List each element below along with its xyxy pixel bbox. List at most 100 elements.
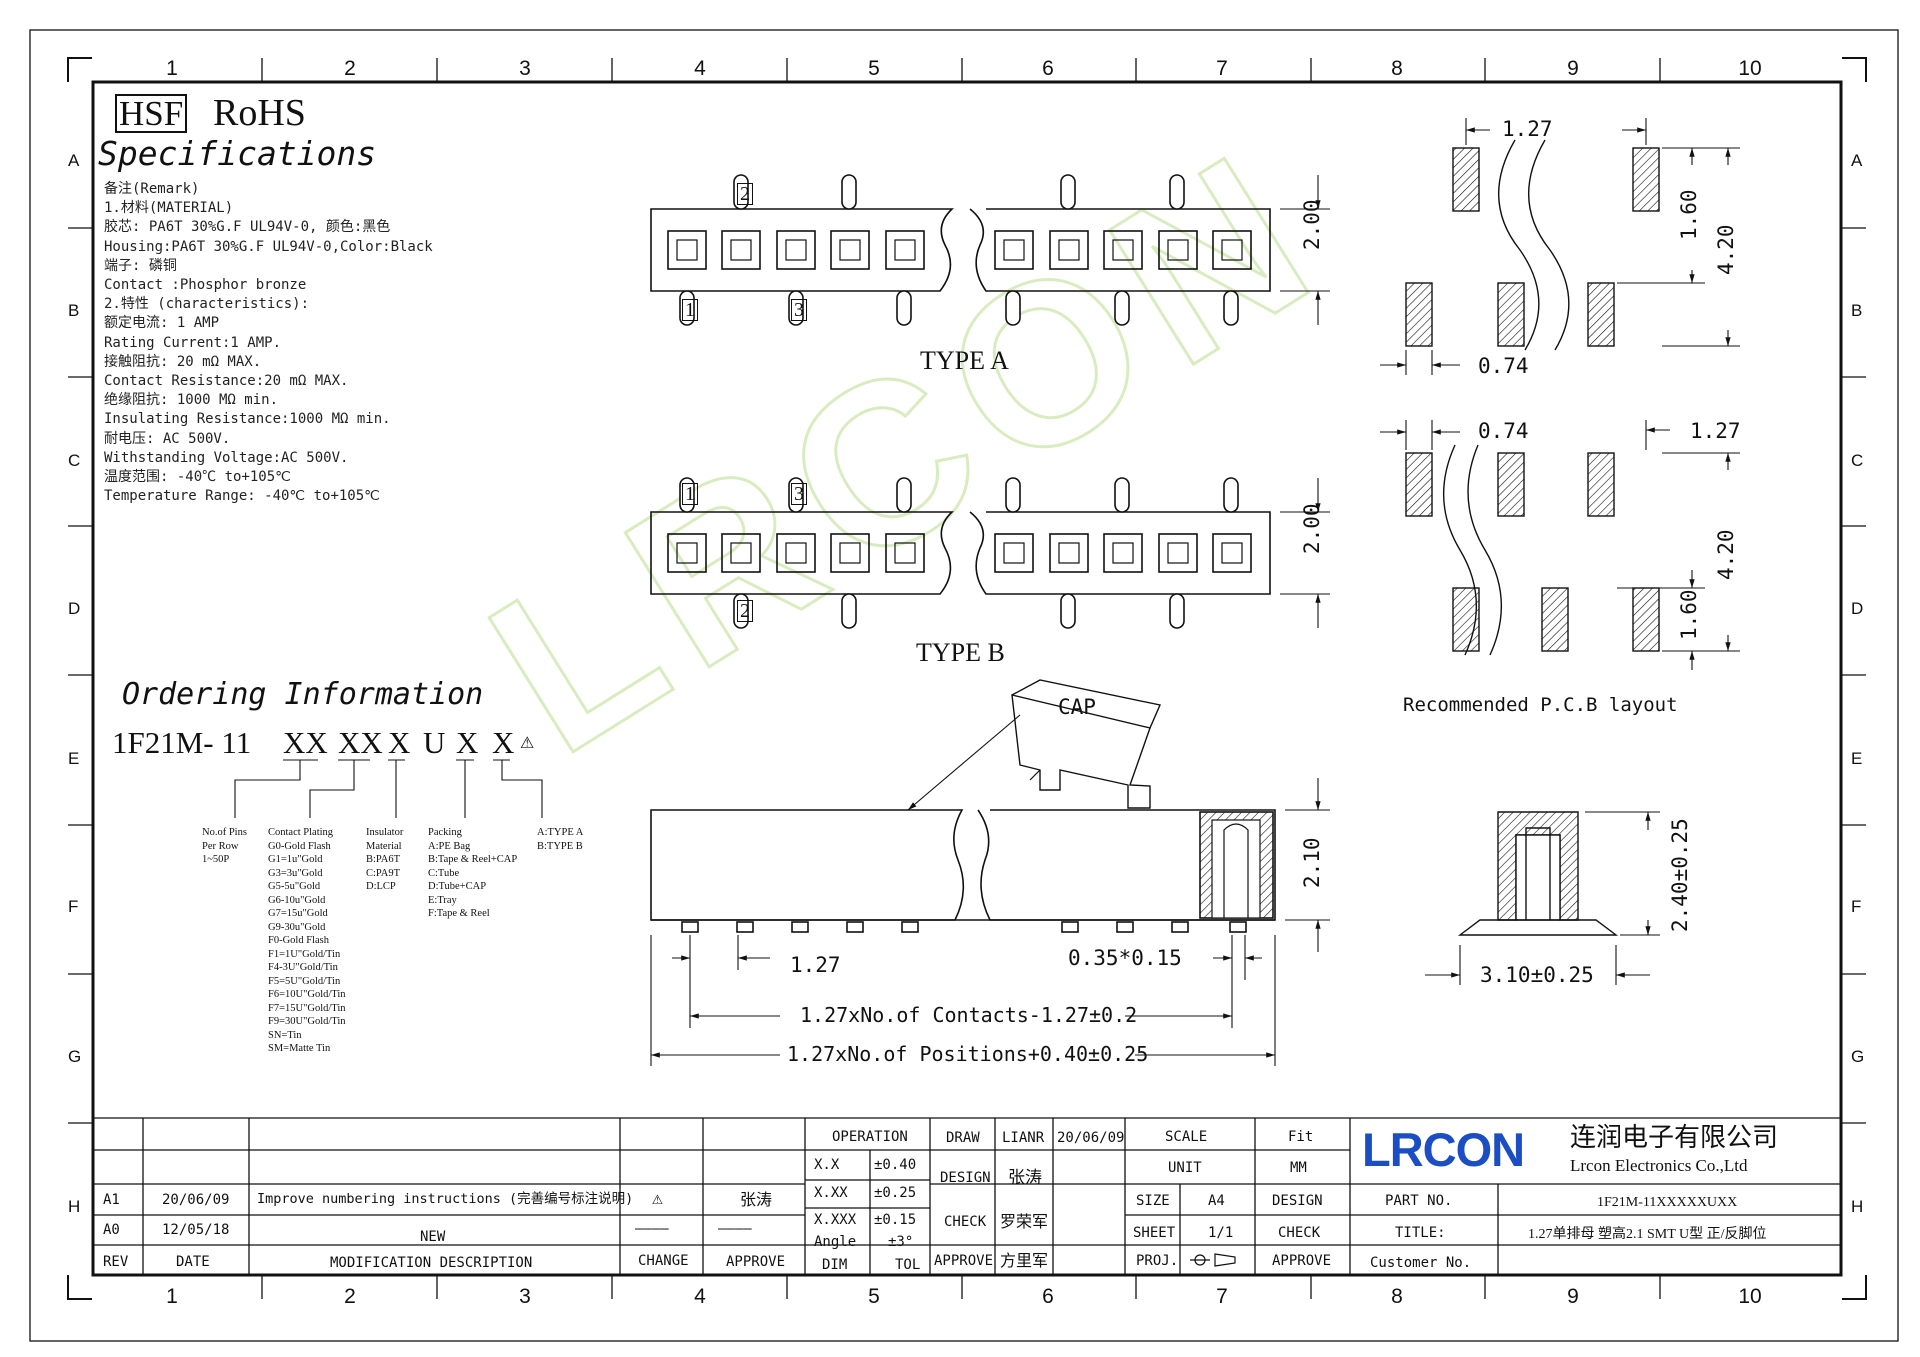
- date-a1: 20/06/09: [162, 1192, 230, 1208]
- zone-col-label: 1: [166, 57, 178, 80]
- contact-cavity: [1103, 230, 1143, 270]
- zone-col-label: 6: [1042, 57, 1054, 80]
- contact-cavity: [885, 533, 925, 573]
- change-a0: ————: [635, 1221, 669, 1237]
- pin: [1114, 477, 1130, 513]
- contact-cavity: [1212, 533, 1252, 573]
- contact-cavity: [1158, 230, 1198, 270]
- contact-cavity: [776, 230, 816, 270]
- seg-2: XX: [338, 725, 383, 760]
- watermark: LRCON: [448, 96, 1365, 803]
- operation-label: OPERATION: [832, 1129, 908, 1145]
- pcb-a-padwidth: 0.74: [1478, 354, 1529, 378]
- title-value: 1.27单排母 塑高2.1 SMT U型 正/反脚位: [1528, 1227, 1767, 1242]
- contact-cavity-inner: [785, 239, 807, 261]
- cap-label: CAP: [1058, 695, 1096, 719]
- contact-cavity: [667, 230, 707, 270]
- hdr-change: CHANGE: [638, 1253, 689, 1269]
- seg-4: U: [423, 725, 446, 760]
- spec-line: Housing:PA6T 30%G.F UL94V-0,Color:Black: [104, 238, 433, 255]
- tol-dim-3: X.XXX: [814, 1212, 857, 1228]
- smt-lead: [1171, 921, 1189, 933]
- spec-line: 胶芯: PA6T 30%G.F UL94V-0, 颜色:黑色: [104, 219, 391, 236]
- spec-line: Withstanding Voltage:AC 500V.: [104, 449, 349, 466]
- revision-mark: ⚠: [520, 735, 535, 752]
- rev-a1: A1: [103, 1192, 120, 1208]
- unit-value: MM: [1290, 1160, 1307, 1176]
- part-number-pattern: 1F21M- 11: [112, 727, 251, 758]
- zone-row-label: B: [1851, 301, 1863, 320]
- contact-cavity-inner: [676, 542, 698, 564]
- tol-dim-2: X.XX: [814, 1185, 848, 1201]
- customer-no-label: Customer No.: [1370, 1255, 1472, 1271]
- type-b-pin-3: 3: [791, 483, 807, 505]
- spec-line: 绝缘阻抗: 1000 MΩ min.: [104, 392, 279, 409]
- pcb-b-padwidth: 0.74: [1478, 419, 1529, 443]
- contact-cavity: [667, 533, 707, 573]
- pin: [896, 290, 912, 326]
- pin: [1223, 477, 1239, 513]
- scale-label: SCALE: [1165, 1129, 1208, 1145]
- contact-cavity-inner: [730, 239, 752, 261]
- zone-col-label: 7: [1216, 57, 1228, 80]
- contact-cavity: [1049, 533, 1089, 573]
- zone-row-label: C: [1851, 451, 1864, 470]
- pin: [1114, 290, 1130, 326]
- side-height: 2.10: [1300, 837, 1324, 888]
- contact-cavity: [994, 230, 1034, 270]
- projection-symbol: [1190, 1253, 1236, 1267]
- type-a-pin-3: 3: [791, 299, 807, 321]
- zone-col-label: 6: [1042, 1285, 1054, 1308]
- pcb-layout-a: [1405, 139, 1660, 351]
- contact-cavity-inner: [1003, 239, 1025, 261]
- tol-label: TOL: [895, 1257, 921, 1273]
- legend-plating: Contact Plating G0-Gold Flash G1=1u"Gold…: [268, 827, 346, 1054]
- check2-label: CHECK: [1278, 1225, 1321, 1241]
- zone-col-label: 3: [519, 57, 531, 80]
- zone-row-label: D: [1851, 599, 1864, 618]
- zone-row-label: B: [68, 301, 80, 320]
- hdr-date: DATE: [176, 1254, 210, 1270]
- smt-lead: [791, 921, 809, 933]
- desc-a0: NEW: [420, 1229, 446, 1245]
- contact-cavity: [1158, 533, 1198, 573]
- zone-col-label: 8: [1391, 57, 1403, 80]
- company-name-en: Lrcon Electronics Co.,Ltd: [1570, 1156, 1748, 1175]
- type-a-pin-2: 2: [737, 183, 753, 205]
- type-a-height: 2.00: [1300, 199, 1324, 250]
- contact-cavity: [721, 230, 761, 270]
- type-b-pin-2: 2: [737, 600, 753, 622]
- part-prefix: 1F21M- 11: [112, 725, 252, 760]
- spec-line: 端子: 磷铜: [104, 257, 177, 274]
- zone-col-label: 7: [1216, 1285, 1228, 1308]
- contact-cavity-inner: [1112, 239, 1134, 261]
- pcb-b-span: 4.20: [1714, 529, 1738, 580]
- side-pitch: 1.27: [790, 953, 841, 977]
- pcb-caption: Recommended P.C.B layout: [1403, 694, 1678, 716]
- seg-3: X: [388, 725, 411, 760]
- smt-lead: [736, 921, 754, 933]
- spec-line: Insulating Resistance:1000 MΩ min.: [104, 411, 391, 428]
- contact-cavity-inner: [839, 542, 861, 564]
- type-a-label: TYPE A: [920, 346, 1009, 375]
- contact-cavity-inner: [894, 542, 916, 564]
- spec-line: 温度范围: -40℃ to+105℃: [104, 469, 291, 485]
- legend-insulator: Insulator Material B:PA6T C:PA9T D:LCP: [366, 827, 404, 892]
- pin: [841, 174, 857, 210]
- contact-cavity-inner: [1112, 542, 1134, 564]
- contact-cavity-inner: [1167, 239, 1189, 261]
- title-label: TITLE:: [1395, 1225, 1446, 1241]
- contact-cavity-inner: [839, 239, 861, 261]
- smt-lead: [681, 921, 699, 933]
- contact-cavity: [776, 533, 816, 573]
- smt-lead: [1229, 921, 1247, 933]
- contact-cavity-inner: [1058, 239, 1080, 261]
- part-no-label: PART NO.: [1385, 1193, 1453, 1209]
- contact-cavity: [994, 533, 1034, 573]
- side-view-drawing: [650, 679, 1276, 933]
- pin: [1060, 174, 1076, 210]
- seg-5: X: [456, 725, 479, 760]
- unit-label: UNIT: [1168, 1160, 1202, 1176]
- tol-val-4: ±3°: [888, 1234, 914, 1250]
